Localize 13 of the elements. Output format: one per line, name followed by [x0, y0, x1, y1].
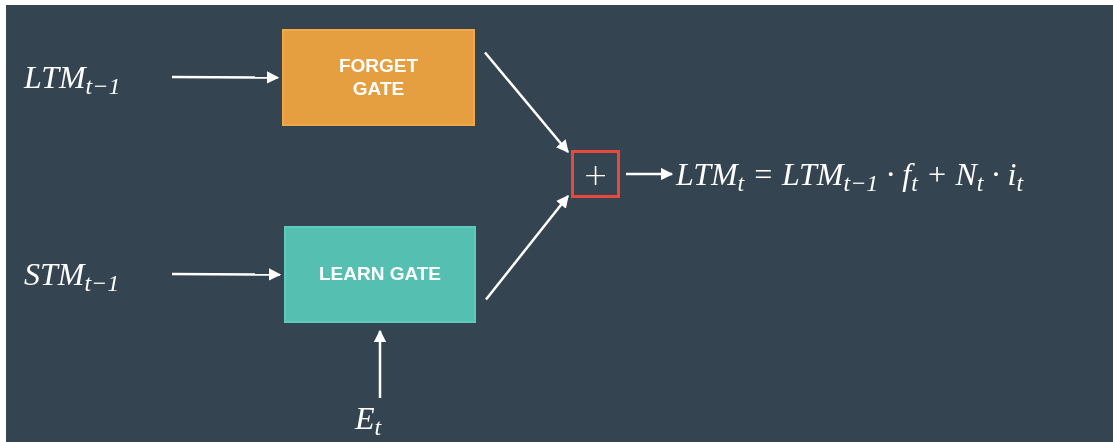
gate-box: FORGET GATE: [282, 29, 475, 126]
arrow: [485, 195, 569, 301]
arrow: [626, 167, 674, 181]
math-label: E$_{t}$: [355, 396, 405, 440]
math-label: LTM$_{t}$ = LTM$_{t−1}$ · f$_{t}$ + N$_{t}$ · i$_{t}$: [676, 150, 1106, 198]
arrow: [172, 71, 280, 84]
math-label: STM$_{t−1}$: [24, 249, 166, 299]
math-label: LTM$_{t−1}$: [24, 52, 166, 102]
gate-box: LEARN GATE: [284, 226, 476, 323]
arrow: [373, 329, 387, 398]
arrow: [484, 51, 569, 153]
sum-box: +: [571, 150, 620, 198]
arrow: [172, 268, 282, 281]
